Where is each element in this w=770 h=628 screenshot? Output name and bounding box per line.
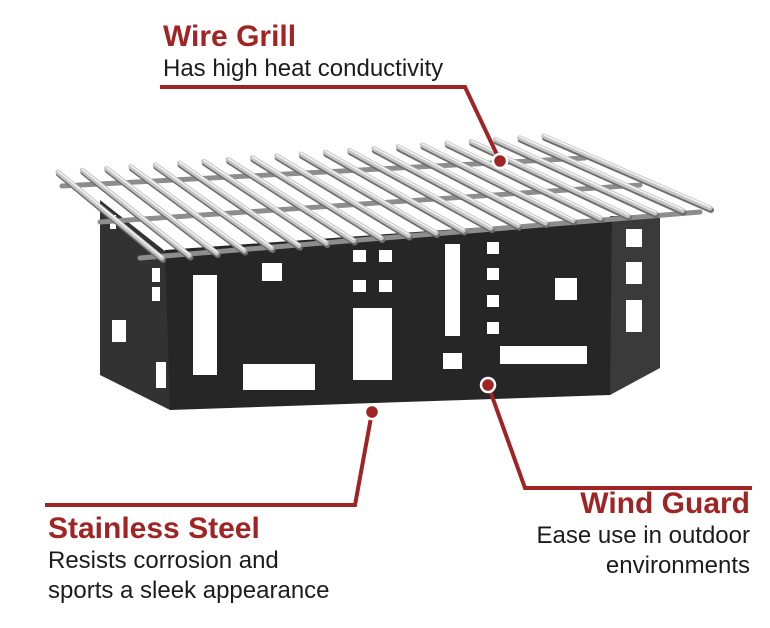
grill-bar [420, 142, 576, 223]
leader-lines [45, 85, 752, 507]
wire-grill-title: Wire Grill [163, 20, 297, 53]
grill-bar [152, 162, 275, 251]
front-cutout [353, 280, 366, 292]
grill-cross-rail [137, 209, 703, 261]
front-cutout [445, 244, 460, 336]
front-cutout [262, 263, 282, 281]
front-cutout [487, 322, 499, 334]
wire-grill-description: Has high heat conductivity [163, 55, 444, 82]
front-cutout [379, 280, 392, 292]
front-cutout [487, 268, 499, 280]
stand-right-side-panel [610, 216, 660, 395]
grill-bar-highlight [373, 146, 519, 226]
wind-guard-callout: Wind Guard Ease use in outdoor environme… [537, 487, 750, 581]
front-cutout [379, 250, 392, 262]
stainless-steel-dot [363, 403, 381, 421]
wind-guard-leader [486, 384, 752, 490]
grill-bar-highlight [251, 155, 382, 238]
wire-grill [55, 133, 714, 263]
leader-dots [363, 152, 509, 421]
grill-bar-highlight [324, 150, 465, 231]
stainless-steel-description-line-2: sports a sleek appearance [48, 577, 330, 604]
grill-bar [79, 167, 192, 258]
grill-bar-highlight [130, 164, 245, 251]
grill-bar [541, 133, 713, 211]
front-cutout [487, 242, 499, 254]
grill-bar-highlight [105, 166, 218, 253]
stainless-steel-description-line-1: Resists corrosion and [48, 547, 279, 574]
wind-guard-description-line-1: Ease use in outdoor [536, 522, 750, 549]
stainless-steel-title: Stainless Steel [48, 512, 260, 545]
front-cutout [487, 295, 499, 307]
grill-bar-highlight [300, 152, 437, 233]
grill-bar [274, 153, 412, 238]
grill-bar [225, 156, 357, 243]
grill-bar [177, 160, 302, 248]
grill-bar [444, 140, 603, 221]
grill-bar-highlight [275, 154, 410, 236]
grill-bar [249, 155, 384, 241]
grill-bar-highlight [446, 141, 602, 218]
front-cutout [193, 275, 217, 375]
wind-guard-title: Wind Guard [580, 487, 750, 520]
stainless-steel-callout: Stainless Steel Resists corrosion and sp… [48, 512, 330, 606]
grill-bar-highlight [397, 145, 547, 223]
grill-bar [298, 151, 439, 236]
wind-guard-dot [479, 376, 497, 394]
grill-bar-highlight [421, 143, 574, 221]
wire-grill-leader [160, 85, 502, 162]
grill-bar-highlight [178, 161, 300, 246]
grill-bar-highlight [57, 170, 163, 258]
grill-bar-highlight [227, 157, 355, 241]
stand-front-panel [165, 218, 612, 410]
front-cutout [500, 346, 587, 364]
grill-bar [55, 169, 165, 261]
grill-bar-highlight [203, 159, 328, 243]
front-cutout [353, 308, 392, 380]
grill-bar [395, 144, 549, 226]
grill-bar [492, 137, 658, 216]
front-cutout [443, 353, 462, 369]
grill-bar-highlight [543, 134, 711, 208]
wire-grill-dot [491, 152, 509, 170]
grill-bar [104, 165, 220, 256]
grill-bar-highlight [494, 137, 656, 213]
grill-bar [201, 158, 329, 246]
wind-guard-description-line-2: environments [605, 552, 750, 579]
front-cutout [555, 278, 577, 300]
grill-bar-highlight [518, 136, 684, 211]
grill-bar [347, 147, 494, 231]
wire-grill-callout: Wire Grill Has high heat conductivity [163, 20, 443, 84]
grill-bar [517, 135, 686, 213]
grill-bar [322, 149, 466, 233]
grill-bar-highlight [81, 168, 191, 256]
grill-bar-highlight [348, 148, 492, 228]
grill-bar-highlight [154, 163, 273, 248]
stainless-steel-leader [45, 411, 374, 507]
grill-bar [371, 146, 521, 228]
front-cutout [243, 364, 315, 390]
grill-bar [128, 164, 247, 253]
front-cutout [353, 250, 366, 262]
